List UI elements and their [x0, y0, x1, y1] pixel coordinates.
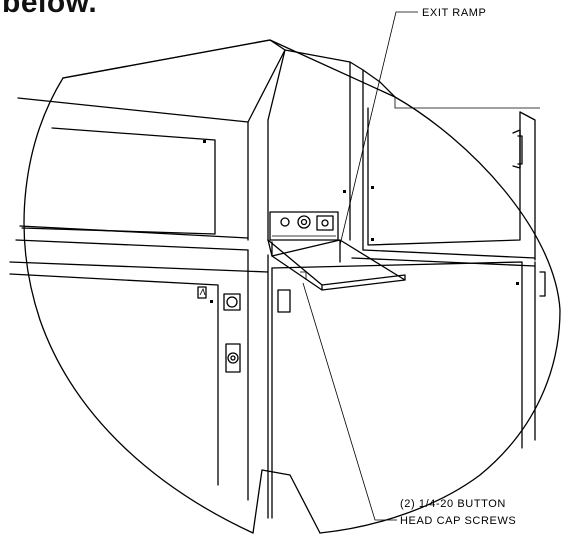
lower-right-door — [271, 261, 546, 519]
leader-lines — [302, 11, 418, 521]
partial-heading-text: below. — [2, 0, 98, 19]
upper-right-door — [351, 69, 536, 267]
exit-ramp-label: EXIT RAMP — [422, 7, 487, 19]
exit-ramp — [267, 239, 406, 291]
upper-left-cabinet — [15, 39, 286, 251]
screws-label-line1: (2) 1/4-20 BUTTON — [400, 498, 506, 510]
center-tower — [267, 49, 364, 251]
lower-left-cabinet — [9, 249, 269, 519]
detail-outline — [23, 39, 561, 534]
screws-label-line2: HEAD CAP SCREWS — [400, 515, 516, 527]
